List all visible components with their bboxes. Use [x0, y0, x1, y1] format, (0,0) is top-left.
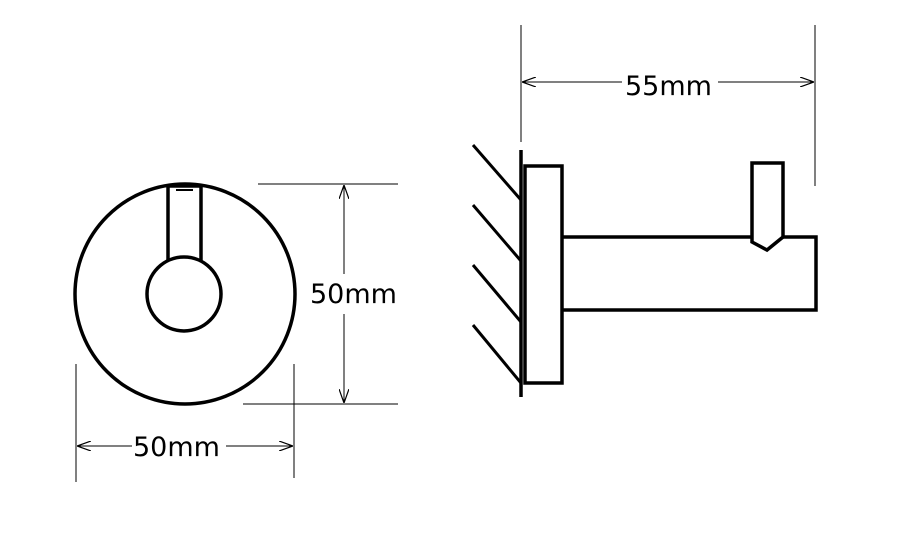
hook-stem — [166, 184, 203, 262]
hook-arm — [562, 235, 818, 312]
width-label-gap — [132, 428, 226, 464]
wall-hatching — [471, 144, 523, 384]
base-plate — [523, 164, 564, 385]
side-view: 55mm — [471, 25, 818, 397]
hook-pin — [750, 161, 785, 253]
depth-label-gap — [622, 64, 718, 100]
hook-knob — [145, 255, 223, 333]
height-label-gap — [310, 274, 382, 314]
outer-disc — [73, 182, 297, 406]
depth-label: 55mm — [625, 71, 712, 102]
front-view: 50mm 50mm — [73, 182, 398, 482]
width-label: 50mm — [133, 432, 220, 463]
height-label: 50mm — [310, 279, 397, 310]
